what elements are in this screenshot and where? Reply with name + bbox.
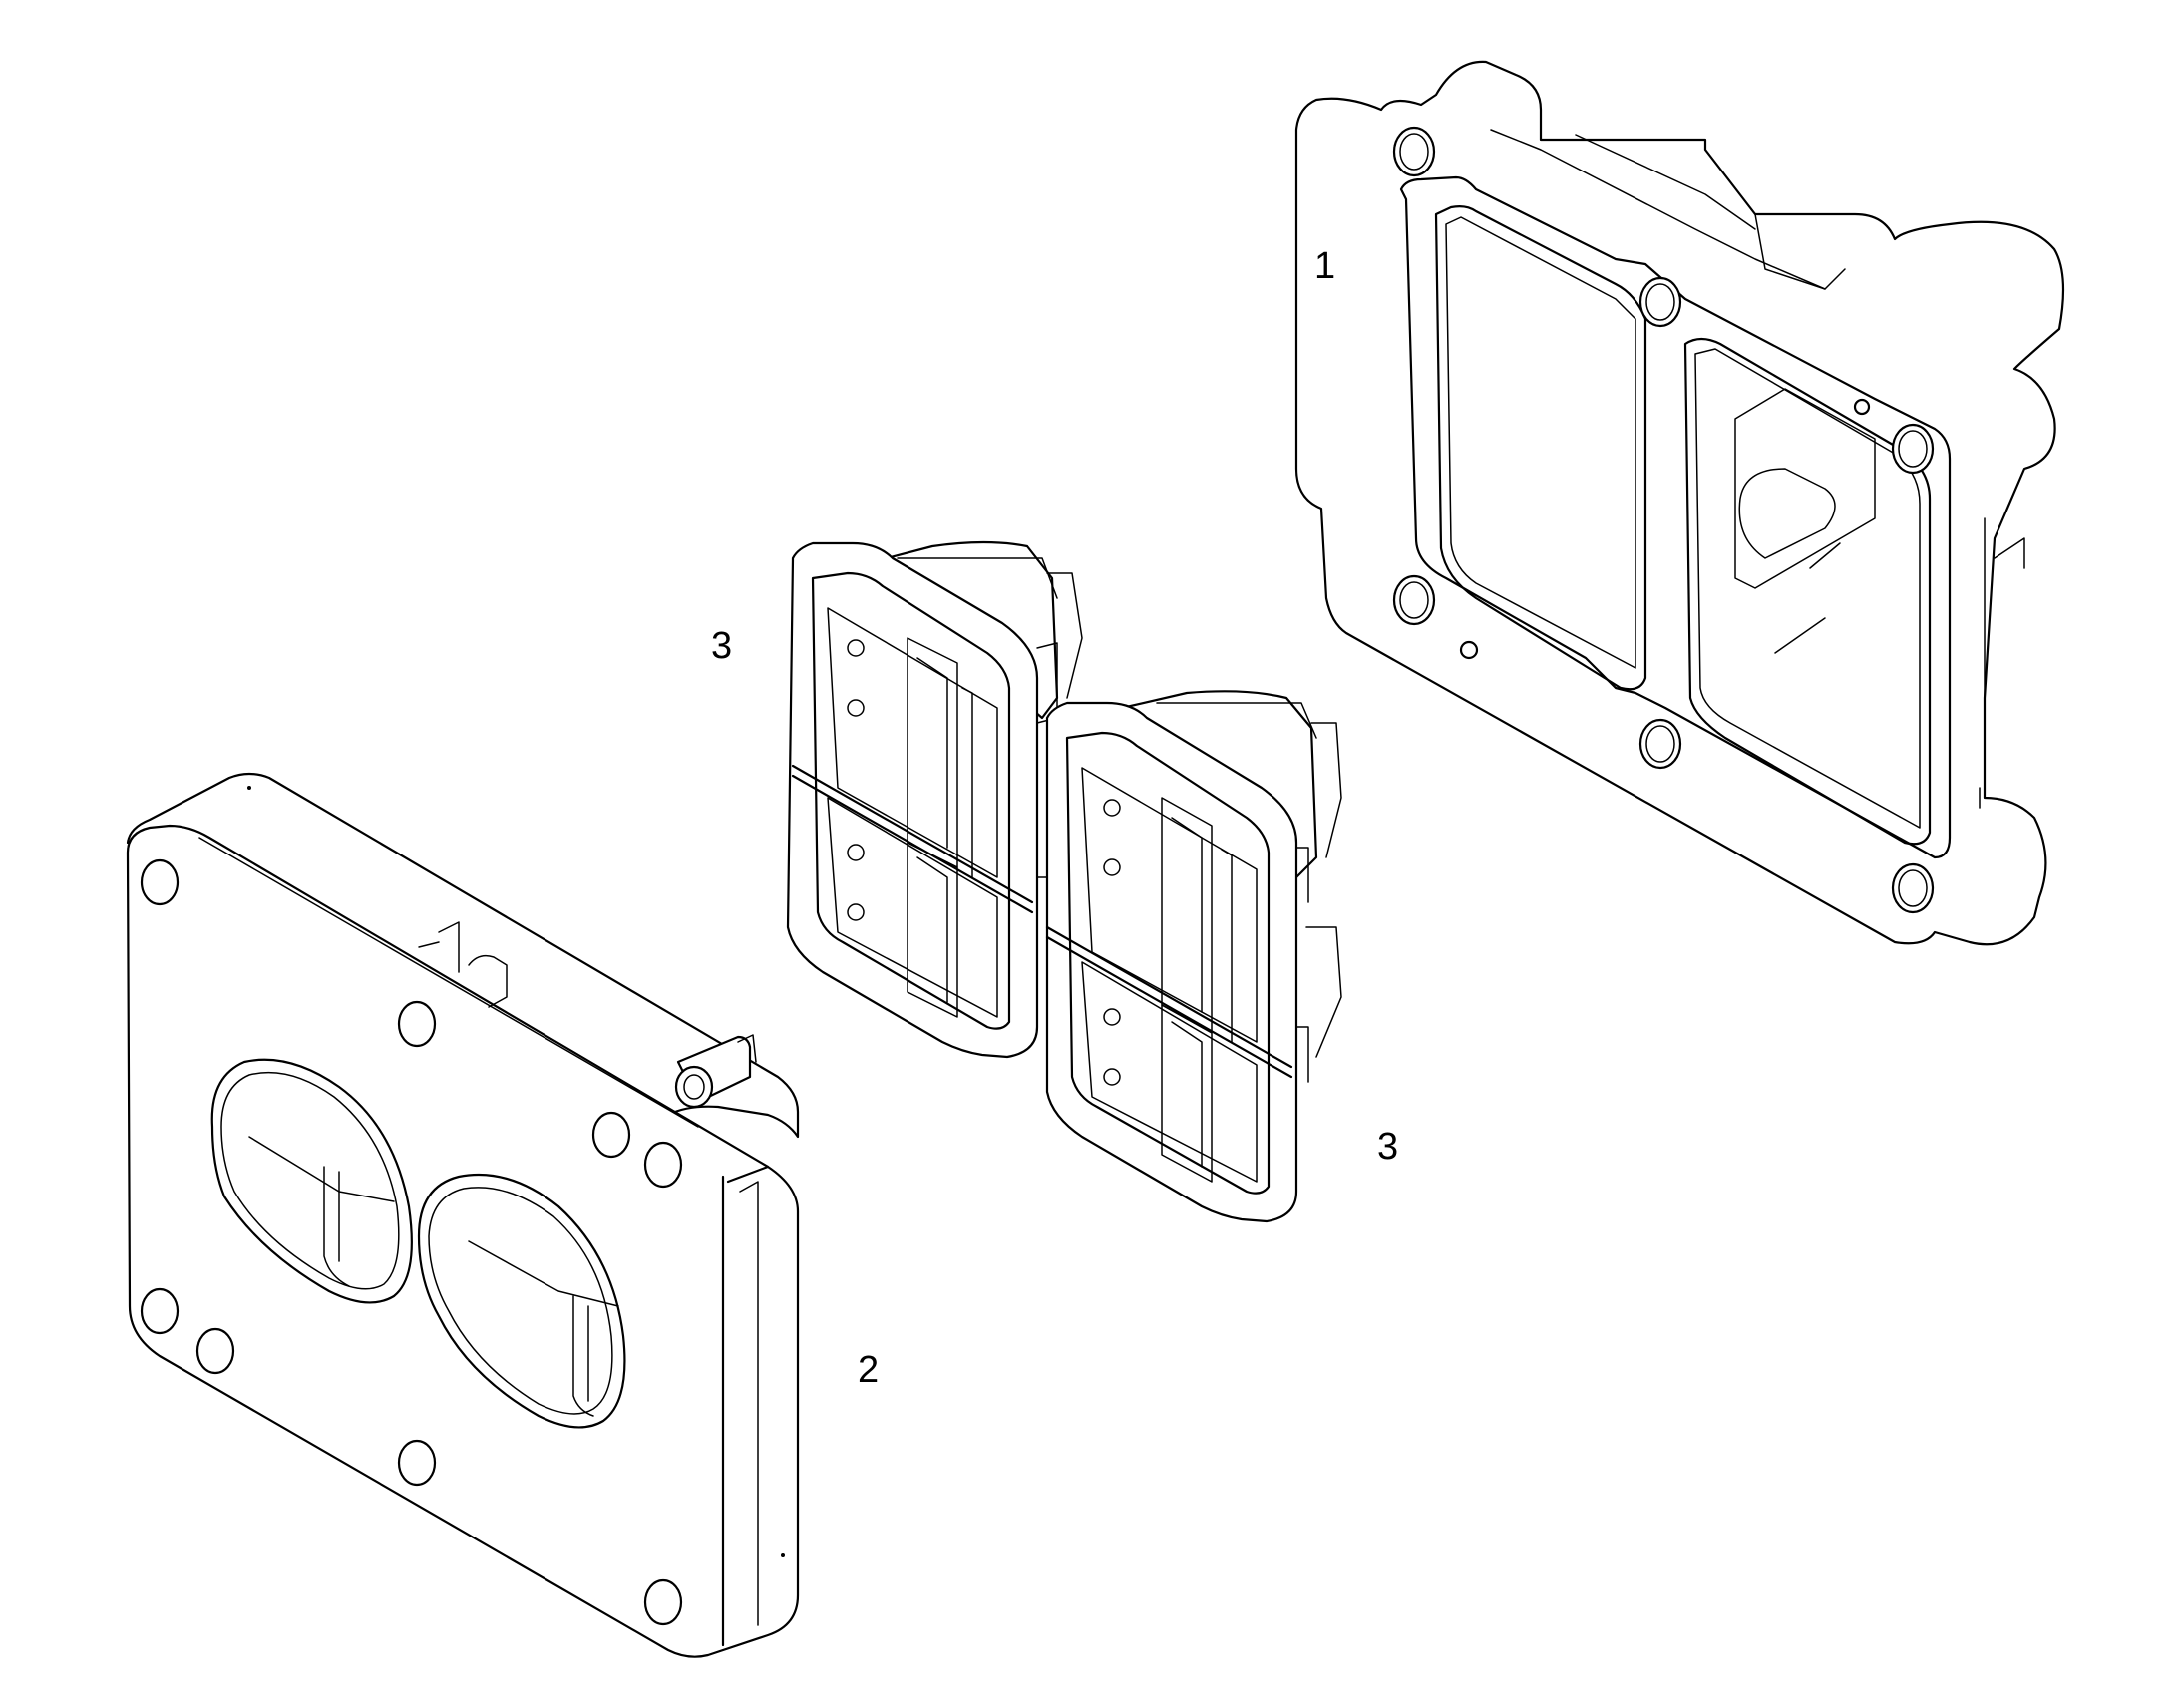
bolt-hole <box>643 1578 683 1626</box>
bolt-hole <box>397 1000 437 1048</box>
bolt-hole <box>140 1287 180 1335</box>
bolt-hole <box>195 1327 235 1375</box>
part-3-reed-valve-lower <box>1045 690 1342 1223</box>
bolt-hole <box>1891 423 1935 475</box>
bolt-hole <box>591 1111 631 1159</box>
bolt-hole <box>1392 126 1436 177</box>
bolt-hole <box>1638 718 1682 770</box>
part-3-reed-valve-upper <box>786 540 1083 1059</box>
bolt-hole <box>1392 574 1436 626</box>
part-1-housing <box>1294 60 2065 946</box>
callout-part-3-upper: 3 <box>711 625 733 667</box>
callout-part-3-lower: 3 <box>1377 1126 1399 1168</box>
callout-part-2: 2 <box>858 1349 880 1391</box>
part-2-adapter-plate <box>126 772 800 1658</box>
bolt-hole <box>643 1141 683 1189</box>
bolt-hole <box>1638 276 1682 328</box>
callout-part-1: 1 <box>1314 245 1336 287</box>
bolt-hole <box>140 858 180 906</box>
bolt-hole <box>397 1439 437 1487</box>
bolt-hole <box>1891 862 1935 914</box>
